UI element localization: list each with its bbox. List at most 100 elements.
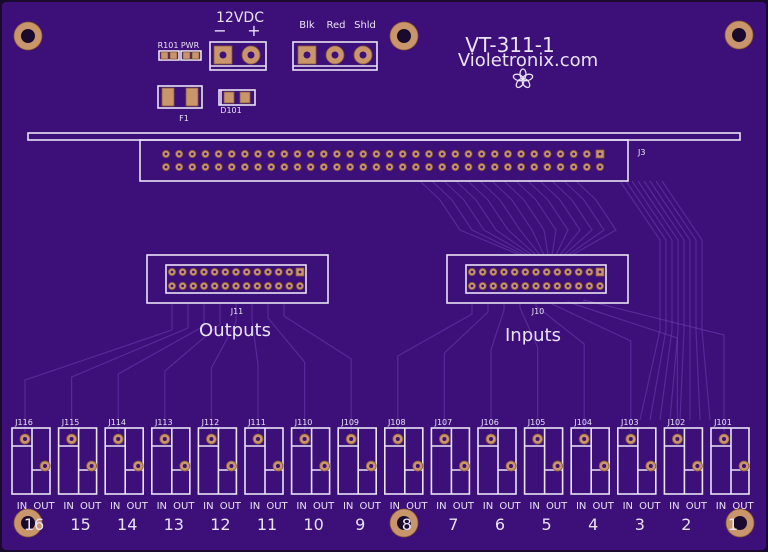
channel-ref-label: J106 (480, 418, 499, 427)
channel-ref-label: J105 (527, 418, 546, 427)
mounting-hole-bottom-right (725, 508, 755, 538)
in-label: IN (63, 501, 73, 512)
board-title: VT-311-1 (465, 33, 554, 57)
channel-ref-label: J111 (247, 418, 266, 427)
in-label: IN (157, 501, 167, 512)
connector-j11: J11 Outputs (146, 254, 329, 341)
channel-number: 15 (70, 515, 90, 534)
power-label: 12VDC (216, 10, 264, 26)
channel-number: 14 (117, 515, 137, 534)
channel-ref-label: J108 (387, 418, 406, 427)
channel-number: 4 (588, 515, 598, 534)
in-label: IN (529, 501, 539, 512)
channel-number: 5 (542, 515, 552, 534)
channel-number: 2 (681, 515, 691, 534)
channel-number: 13 (164, 515, 184, 534)
channel-number: 11 (257, 515, 277, 534)
channel-ref-label: J107 (434, 418, 453, 427)
out-label: OUT (499, 501, 521, 512)
out-label: OUT (732, 501, 754, 512)
shield-label-blk: Blk (299, 20, 315, 31)
channel-ref-label: J116 (14, 418, 33, 427)
out-label: OUT (546, 501, 568, 512)
out-label: OUT (360, 501, 382, 512)
channel-ref-label: J113 (154, 418, 173, 427)
in-label: IN (576, 501, 586, 512)
channel-ref-label: J112 (201, 418, 220, 427)
outputs-label: Outputs (199, 320, 271, 341)
mounting-hole-bottom-left (13, 508, 43, 538)
in-label: IN (669, 501, 679, 512)
channel-number: 12 (210, 515, 230, 534)
in-label: IN (436, 501, 446, 512)
channel-ref-label: J109 (340, 418, 359, 427)
out-label: OUT (639, 501, 661, 512)
copper-traces (24, 180, 725, 432)
out-label: OUT (80, 501, 102, 512)
shield-label-red: Red (327, 20, 346, 31)
in-label: IN (483, 501, 493, 512)
out-label: OUT (127, 501, 149, 512)
channel-number: 10 (303, 515, 323, 534)
d101-label: D101 (220, 106, 241, 115)
channel-number: 7 (448, 515, 458, 534)
channel-number: 6 (495, 515, 505, 534)
out-label: OUT (33, 501, 55, 512)
j11-pin-array (167, 267, 305, 290)
r101-pwr-parts: R101 PWR (158, 41, 202, 61)
j3-label: J3 (637, 148, 645, 157)
in-label: IN (390, 501, 400, 512)
pwr-label: PWR (181, 41, 200, 50)
channel-number: 3 (635, 515, 645, 534)
mounting-hole-top-mid (389, 21, 419, 51)
j3-pin-array (161, 149, 605, 171)
power-connector: 12VDC − + (209, 10, 267, 71)
in-label: IN (343, 501, 353, 512)
mounting-hole-bottom-mid (389, 508, 419, 538)
j10-label: J10 (531, 307, 545, 316)
shield-label-shld: Shld (354, 20, 376, 31)
fuse-f1: F1 (157, 85, 203, 123)
connector-j10: J10 Inputs (446, 254, 629, 346)
in-label: IN (203, 501, 213, 512)
channel-ref-label: J114 (107, 418, 126, 427)
in-label: IN (623, 501, 633, 512)
out-label: OUT (266, 501, 288, 512)
in-label: IN (17, 501, 27, 512)
j10-pin-array (467, 267, 605, 290)
mounting-hole-top-left (13, 21, 43, 51)
mounting-holes (13, 20, 755, 538)
channel-ref-label: J104 (573, 418, 592, 427)
board-website: Violetronix.com (458, 50, 598, 71)
out-label: OUT (453, 501, 475, 512)
out-label: OUT (406, 501, 428, 512)
mounting-hole-top-right (724, 20, 754, 50)
in-label: IN (110, 501, 120, 512)
diode-d101: D101 (218, 89, 256, 115)
power-minus-label: − (213, 21, 226, 40)
in-label: IN (250, 501, 260, 512)
r101-label: R101 (158, 41, 179, 50)
channel-number: 9 (355, 515, 365, 534)
channel-ref-label: J115 (61, 418, 80, 427)
out-label: OUT (593, 501, 615, 512)
channel-ref-label: J102 (667, 418, 686, 427)
out-label: OUT (220, 501, 242, 512)
in-label: IN (716, 501, 726, 512)
out-label: OUT (313, 501, 335, 512)
